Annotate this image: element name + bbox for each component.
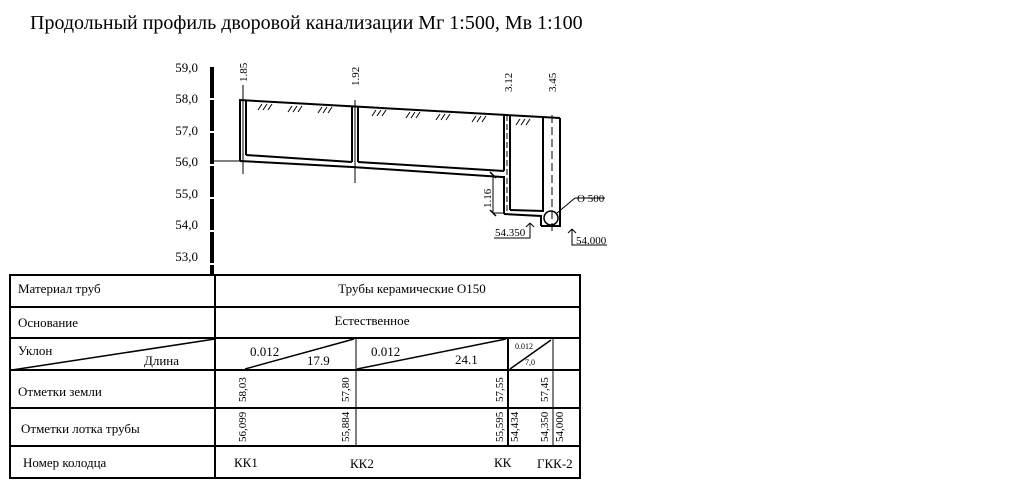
length-value: 17.9 (307, 353, 330, 368)
well-number: КК2 (350, 456, 374, 471)
slope-value: 0.012 (371, 344, 400, 359)
axis-tick: 56,0 (175, 154, 198, 169)
row-label-ground: Отметки земли (18, 384, 102, 399)
row-label-invert: Отметки лотка трубы (21, 421, 140, 436)
axis-tick: 53,0 (175, 249, 198, 264)
axis-tick: 55,0 (175, 186, 198, 201)
axis-tick: 58,0 (175, 91, 198, 106)
axis-tick: 59,0 (175, 60, 198, 75)
row-label-wells: Номер колодца (23, 455, 107, 470)
well-diameter-label: О 500 (577, 193, 605, 205)
elevation-axis: 59,0 58,0 57,0 56,0 55,0 54,0 53,0 (175, 60, 214, 275)
invert-mark: 55,595 (494, 411, 506, 442)
invert-mark: 55,884 (340, 411, 352, 442)
invert-mark: 54,000 (554, 411, 566, 442)
axis-tick: 54,0 (175, 217, 198, 232)
slope-value: 0.012 (250, 344, 279, 359)
slope-value: 0.012 (515, 342, 533, 351)
depth-label: 3.45 (547, 72, 559, 92)
drawing-title: Продольный профиль дворовой канализации … (30, 12, 583, 34)
ground-mark: 57,45 (539, 377, 551, 402)
length-value: 7,0 (525, 358, 535, 367)
depth-label: 3.12 (503, 73, 515, 92)
depth-label: 1.85 (238, 62, 250, 82)
well-number: ГКК-2 (537, 456, 573, 471)
row-label-slope: Уклон (18, 343, 52, 358)
profile-table (9, 274, 581, 479)
ground-mark: 57,80 (340, 377, 352, 402)
well-number: КК1 (234, 455, 258, 470)
invert-mark: 54,350 (539, 411, 551, 442)
ground-mark: 57,55 (494, 377, 506, 402)
ground-mark: 58,03 (237, 377, 249, 402)
profile-lines (212, 85, 607, 246)
row-label-material: Материал труб (18, 281, 101, 296)
axis-tick: 57,0 (175, 123, 198, 138)
invert-mark: 54,434 (509, 411, 521, 442)
row-label-base: Основание (18, 315, 78, 330)
invert-mark-label: 54.350 (495, 227, 526, 239)
well-number: КК (494, 455, 512, 470)
drop-height-label: 1.16 (482, 188, 494, 208)
invert-mark: 56,099 (237, 411, 249, 442)
depth-label: 1.92 (350, 67, 362, 86)
base-value: Естественное (334, 313, 409, 328)
length-value: 24.1 (455, 352, 478, 367)
material-value: Трубы керамические О150 (338, 281, 486, 296)
invert-mark-label: 54.000 (576, 235, 607, 247)
row-label-length: Длина (144, 353, 179, 368)
